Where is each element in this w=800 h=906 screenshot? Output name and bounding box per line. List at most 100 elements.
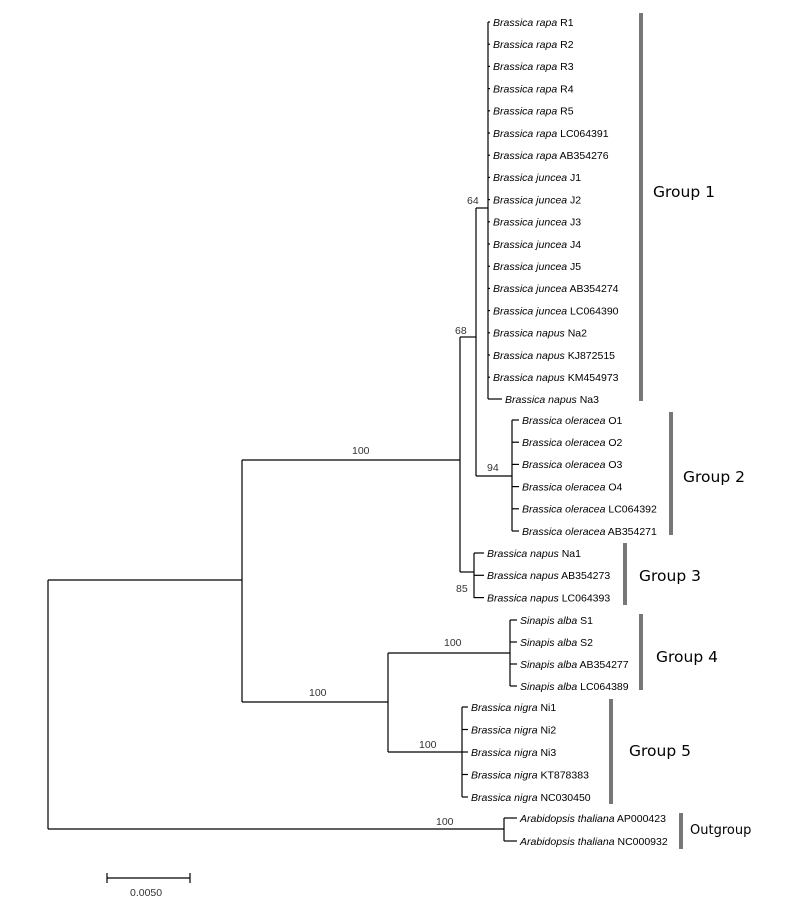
taxon-species: Sinapis alba [520,681,577,693]
taxon-species: Brassica napus [493,328,566,340]
taxon-label: Arabidopsis thaliana AP000423 [519,813,666,825]
tree-branches [47,22,513,841]
bootstrap-group5: 100 [419,739,437,751]
taxon-label: Brassica oleracea O4 [522,481,623,493]
taxon-label: Sinapis alba S1 [520,615,593,627]
taxon-accession: AB354276 [557,150,609,162]
taxon-accession: NC030450 [538,792,591,804]
taxon-accession: LC064389 [577,681,629,693]
taxon-accession: J2 [567,194,581,206]
bootstrap-group1: 64 [467,195,479,207]
taxon-label: Brassica rapa AB354276 [493,150,609,162]
taxon-label: Brassica rapa R5 [493,106,574,118]
taxon-accession: LC064392 [605,504,657,516]
group1-label: Group 1 [653,183,715,201]
taxon-accession: KM454973 [565,372,619,384]
taxon-species: Brassica napus [493,372,566,384]
taxon-species: Brassica nigra [471,792,538,804]
taxon-accession: R3 [557,61,574,73]
bootstrap-ingroup: 100 [352,445,370,457]
taxon-species: Brassica rapa [493,128,557,140]
taxon-label: Brassica nigra NC030450 [471,792,591,804]
taxon-label: Brassica rapa LC064391 [493,128,609,140]
taxon-label: Brassica juncea J1 [493,172,581,184]
taxon-accession: J1 [567,172,581,184]
taxon-species: Brassica oleracea [522,437,606,449]
taxon-species: Brassica rapa [493,150,557,162]
taxon-species: Brassica juncea [493,172,567,184]
taxon-species: Brassica napus [487,592,560,604]
taxon-species: Arabidopsis thaliana [519,813,615,825]
taxon-accession: Na2 [565,328,587,340]
taxon-species: Sinapis alba [520,637,577,649]
taxon-accession: Ni3 [538,747,557,759]
taxon-accession: S2 [577,637,593,649]
taxon-accession: S1 [577,615,593,627]
taxon-label: Brassica oleracea AB354271 [522,526,657,538]
taxon-accession: J4 [567,239,581,251]
taxon-species: Brassica nigra [471,769,538,781]
taxon-label: Brassica rapa R2 [493,39,574,51]
taxon-label: Sinapis alba LC064389 [520,681,629,693]
taxon-label: Brassica napus LC064393 [487,592,610,604]
taxon-species: Brassica nigra [471,724,538,736]
taxon-species: Brassica juncea [493,194,567,206]
taxon-label: Brassica oleracea O1 [522,415,623,427]
taxon-accession: AB354274 [567,283,619,295]
taxon-label: Brassica napus Na2 [493,328,587,340]
group2-label: Group 2 [683,468,745,486]
taxon-label: Brassica juncea J2 [493,194,581,206]
taxon-species: Brassica rapa [493,106,557,118]
taxon-accession: J5 [567,261,581,273]
taxon-label: Brassica juncea AB354274 [493,283,619,295]
taxon-accession: O3 [605,459,622,471]
taxon-label: Brassica rapa R4 [493,83,574,95]
taxon-species: Brassica nigra [471,702,538,714]
taxon-species: Arabidopsis thaliana [519,836,615,848]
taxon-label: Brassica nigra Ni1 [471,702,556,714]
taxon-species: Brassica oleracea [522,415,606,427]
taxon-accession: R5 [557,106,574,118]
taxon-species: Brassica oleracea [522,504,606,516]
scale-bar-label: 0.0050 [130,887,162,899]
taxon-species: Brassica juncea [493,283,567,295]
group5-label: Group 5 [629,742,691,760]
taxon-label: Brassica napus AB354273 [487,570,610,582]
taxon-label: Brassica rapa R3 [493,61,574,73]
taxon-species: Brassica juncea [493,261,567,273]
taxon-species: Sinapis alba [520,659,577,671]
taxon-label: Brassica napus Na1 [487,548,581,560]
taxon-species: Brassica napus [493,350,566,362]
taxon-label: Brassica nigra Ni3 [471,747,556,759]
taxon-species: Brassica oleracea [522,481,606,493]
taxon-label: Brassica juncea J3 [493,217,581,229]
outgroup-label: Outgroup [690,823,751,838]
taxon-species: Brassica napus [487,570,560,582]
taxon-accession: Ni1 [538,702,557,714]
taxon-label: Sinapis alba AB354277 [520,659,629,671]
taxon-accession: LC064391 [557,128,609,140]
taxon-accession: Na1 [559,548,581,560]
group3-label: Group 3 [639,567,701,585]
taxon-accession: KT878383 [538,769,590,781]
taxon-accession: R1 [557,17,574,29]
taxon-species: Brassica rapa [493,39,557,51]
taxon-label: Brassica oleracea LC064392 [522,504,657,516]
bootstrap-group2: 94 [487,462,499,474]
bootstrap-group4: 100 [444,637,462,649]
taxon-label: Brassica oleracea O3 [522,459,623,471]
scale-bar-line [106,873,191,883]
taxon-accession: NC000932 [615,836,668,848]
taxon-accession: O1 [605,415,622,427]
bootstrap-outgroup: 100 [436,816,454,828]
taxon-species: Brassica napus [487,548,560,560]
taxon-label: Brassica napus KM454973 [493,372,619,384]
taxon-accession: AP000423 [615,813,667,825]
taxon-accession: R4 [557,83,574,95]
taxon-accession: LC064393 [559,592,611,604]
taxon-species: Sinapis alba [520,615,577,627]
taxon-label: Brassica napus Na3 [505,394,599,406]
group4-label: Group 4 [656,648,718,666]
taxon-species: Brassica napus [505,394,578,406]
